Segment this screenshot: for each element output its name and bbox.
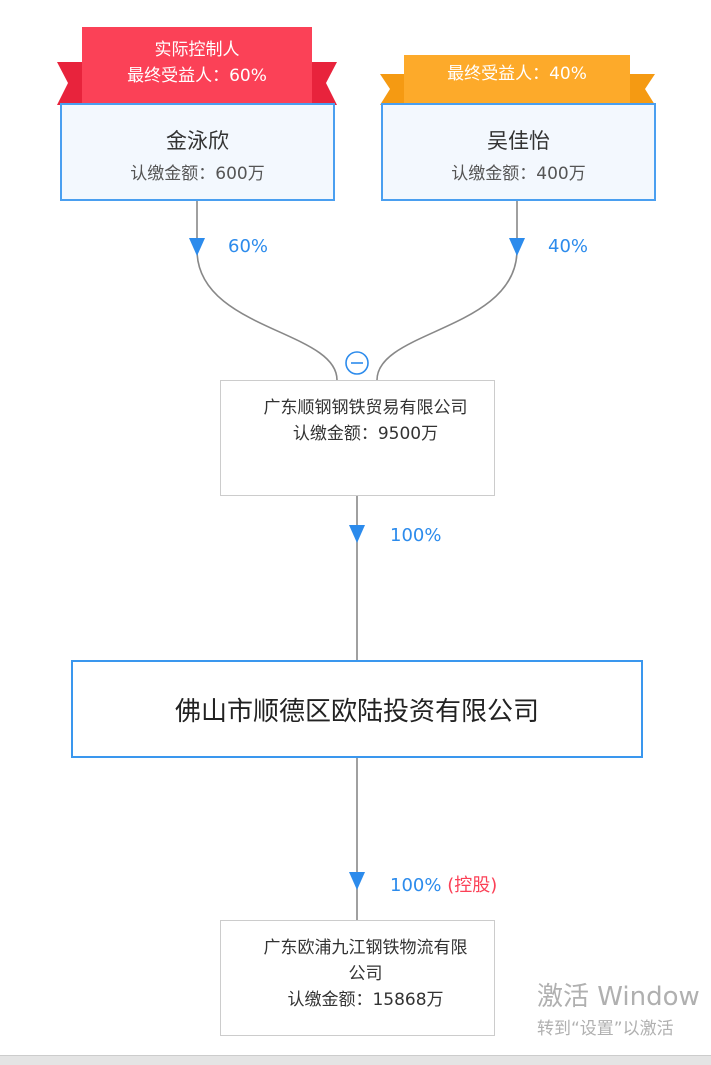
percent-value: 100% (390, 875, 442, 896)
percent-label: 100% (控股) (390, 871, 497, 897)
company-amount: 认缴金额：15868万 (287, 990, 444, 1010)
ribbon-wing (630, 74, 655, 105)
badge-line2: 最终受益人：60% (127, 66, 267, 86)
percent-label: 100% (390, 525, 442, 546)
shareholder-name: 金泳欣 (166, 129, 229, 153)
control-tag: (控股) (447, 875, 498, 896)
company-name: 广东欧浦九江钢铁物流有限公司 (263, 938, 468, 984)
shareholder-amount: 认缴金额：600万 (130, 164, 265, 184)
arrow-down-icon (189, 238, 205, 256)
main-company-node[interactable]: 佛山市顺德区欧陆投资有限公司 (71, 660, 643, 758)
controller-badge: 实际控制人 最终受益人：60% (82, 27, 312, 105)
percent-label: 60% (228, 236, 269, 257)
shareholder-node[interactable]: 吴佳怡 认缴金额：400万 (381, 103, 656, 201)
company-amount: 认缴金额：9500万 (292, 424, 439, 444)
ribbon-wing (380, 74, 404, 105)
subsidiary-node[interactable]: 广东欧浦九江钢铁物流有限公司 认缴金额：15868万 (220, 920, 495, 1036)
beneficiary-badge: 最终受益人：40% (404, 55, 630, 105)
shareholder-node[interactable]: 金泳欣 认缴金额：600万 (60, 103, 335, 201)
badge-line1: 实际控制人 (154, 40, 240, 60)
shareholder-name: 吴佳怡 (487, 129, 550, 153)
bottom-bar (0, 1055, 711, 1065)
company-name: 广东顺钢钢铁贸易有限公司 (263, 398, 468, 418)
ribbon-wing (57, 62, 82, 105)
collapse-minus-icon[interactable] (345, 351, 369, 375)
shareholder-amount: 认缴金额：400万 (451, 164, 586, 184)
arrow-down-icon (349, 872, 365, 890)
arrow-down-icon (509, 238, 525, 256)
edge-left-shareholder (196, 200, 338, 381)
ribbon-wing (312, 62, 337, 105)
parent-company-node[interactable]: 广东顺钢钢铁贸易有限公司 认缴金额：9500万 (220, 380, 495, 496)
main-company-name: 佛山市顺德区欧陆投资有限公司 (174, 696, 539, 727)
percent-label: 40% (548, 236, 589, 257)
windows-activation-subtitle: 转到“设置”以激活 (537, 1019, 674, 1039)
badge-line2: 最终受益人：40% (447, 64, 587, 84)
arrow-down-icon (349, 525, 365, 543)
edge-right-shareholder (376, 200, 518, 381)
windows-activation-title: 激活 Window (537, 982, 700, 1012)
